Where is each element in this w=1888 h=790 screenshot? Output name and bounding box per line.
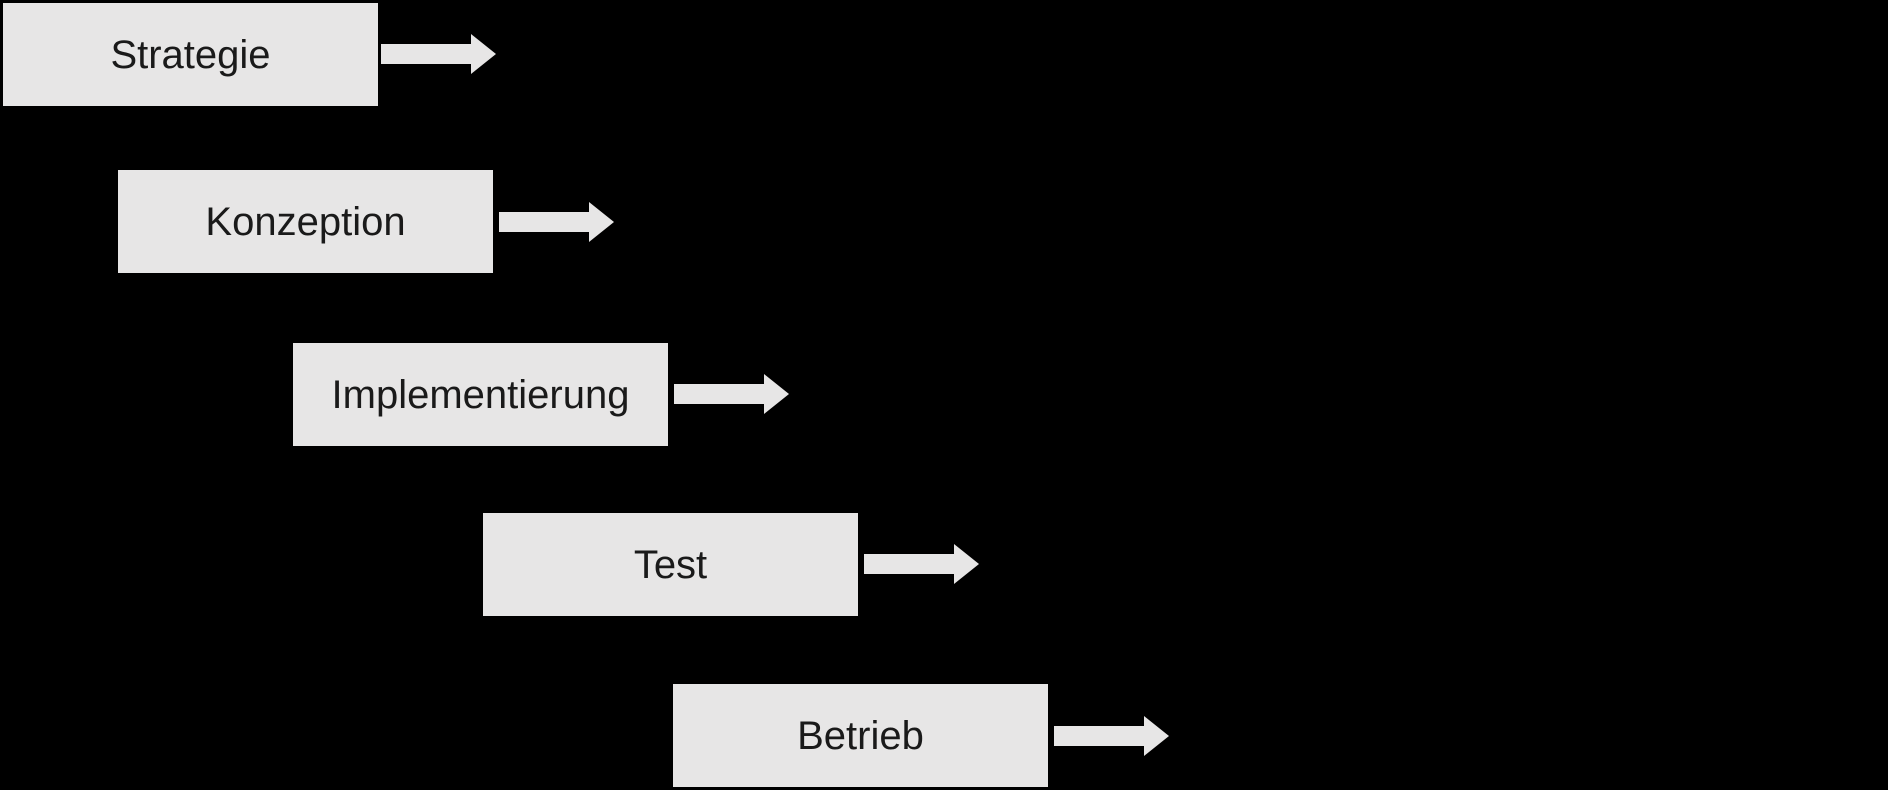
process-step-konzeption: Konzeption <box>118 170 493 273</box>
process-step-label: Konzeption <box>205 199 406 244</box>
arrow-right-icon <box>381 34 496 74</box>
process-step-implementierung: Implementierung <box>293 343 668 446</box>
arrow-right-shape <box>674 374 789 414</box>
process-step-label: Strategie <box>110 32 271 77</box>
arrow-right-icon <box>499 202 614 242</box>
arrow-right-icon <box>674 374 789 414</box>
process-step-label: Betrieb <box>797 713 924 758</box>
process-step-label: Implementierung <box>331 372 630 417</box>
process-step-label: Test <box>633 542 708 587</box>
arrow-right-icon <box>1054 716 1169 756</box>
arrow-right-shape <box>864 544 979 584</box>
process-step-test: Test <box>483 513 858 616</box>
arrow-right-shape <box>1054 716 1169 756</box>
arrow-right-shape <box>499 202 614 242</box>
process-step-betrieb: Betrieb <box>673 684 1048 787</box>
arrow-right-shape <box>381 34 496 74</box>
arrow-right-icon <box>864 544 979 584</box>
process-step-strategie: Strategie <box>3 3 378 106</box>
